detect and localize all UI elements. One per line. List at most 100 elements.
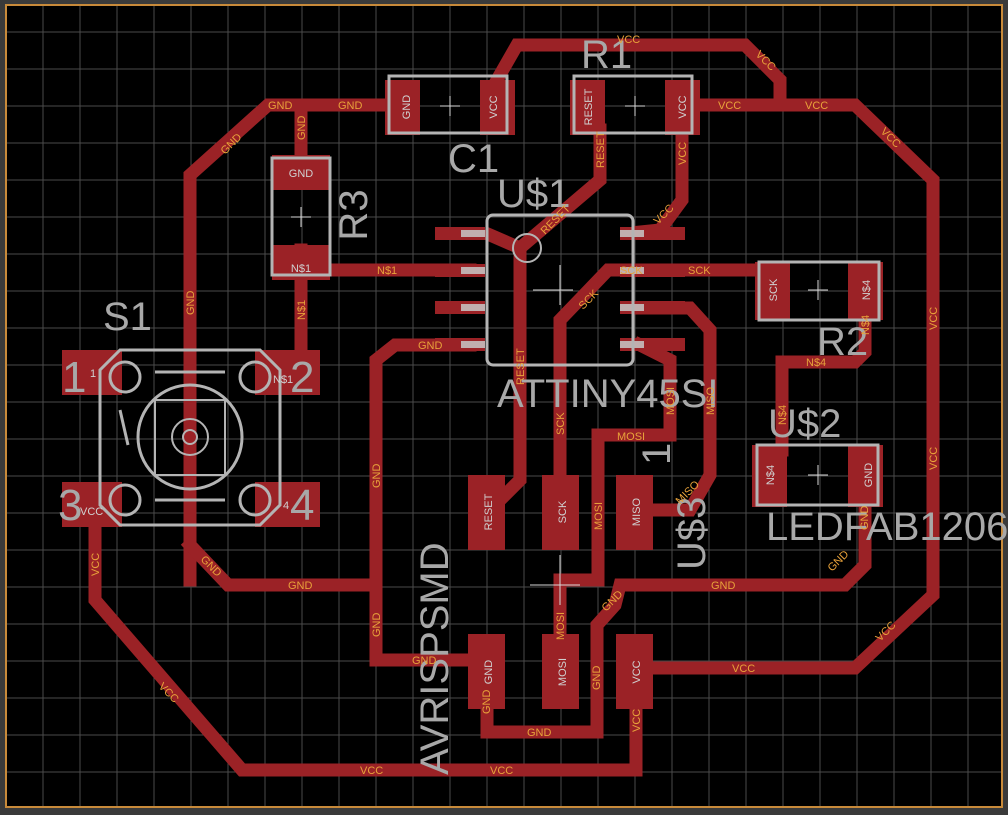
net-label: GND	[418, 340, 443, 352]
header-pad6-label: GND	[483, 660, 495, 685]
net-label: GND	[296, 116, 308, 141]
net-label: GND	[481, 690, 493, 715]
net-label: VCC	[805, 100, 828, 112]
net-label: VCC	[677, 142, 689, 165]
u3-designator: U$3	[670, 497, 714, 570]
component-u2[interactable]: N$4 GND U$2 LEDFAB1206	[752, 402, 1008, 549]
net-label: N$1	[377, 265, 397, 277]
net-label: VCC	[90, 553, 102, 576]
r2-pad1-label: N$4	[861, 280, 873, 300]
component-c1[interactable]: GND VCC C1	[385, 74, 515, 181]
net-label: VCC	[631, 709, 643, 732]
u1-value: ATTINY45SI	[497, 372, 719, 416]
net-label: MOSI	[593, 502, 605, 530]
net-label: GND	[371, 613, 383, 638]
trace-vcc-right[interactable]	[648, 98, 940, 675]
net-label: VCC	[490, 765, 513, 777]
net-label: GND	[185, 291, 197, 316]
net-label: VCC	[928, 447, 940, 470]
header-pad-5[interactable]	[468, 475, 505, 550]
r2-pad-1[interactable]	[848, 262, 883, 320]
net-label: VCC	[732, 663, 755, 675]
component-r3[interactable]: GND N$1 R3	[270, 155, 376, 280]
trace-n4[interactable]	[775, 288, 872, 457]
net-label: GND	[288, 580, 313, 592]
s1-pin3-label: 3	[58, 481, 82, 530]
traces	[88, 38, 940, 777]
r1-pad-2[interactable]	[665, 80, 700, 135]
trace-gnd-avr[interactable]	[369, 338, 477, 667]
net-label: VCC	[928, 307, 940, 330]
header-pad-6[interactable]	[468, 634, 505, 709]
net-label: VCC	[360, 765, 383, 777]
component-u1[interactable]: U$1 ATTINY45SI	[435, 172, 719, 416]
r2-designator: R2	[817, 320, 868, 364]
c1-pad2-label: GND	[401, 95, 413, 120]
r1-pad2-label: VCC	[677, 95, 689, 118]
trace-vcc-left-bottom[interactable]	[88, 498, 643, 777]
u1-designator: U$1	[497, 172, 570, 216]
net-label: GND	[527, 727, 552, 739]
net-label: GND	[591, 666, 603, 691]
net-label: VCC	[617, 34, 640, 46]
trace-gnd-left-bottom[interactable]	[180, 535, 383, 592]
trace-gnd-top[interactable]	[183, 98, 407, 587]
net-label: RESET	[595, 131, 607, 168]
header-pad5-label: RESET	[483, 493, 495, 530]
component-r1[interactable]: RESET VCC R1	[570, 33, 700, 135]
c1-pad-2[interactable]	[385, 80, 420, 135]
net-label: GND	[412, 655, 437, 667]
s1-pin4-label: 4	[290, 481, 314, 530]
header-pad-1[interactable]	[616, 475, 653, 550]
c1-pad-1[interactable]	[480, 80, 515, 135]
net-label: SCK	[620, 265, 643, 277]
trace-gnd-bottom-u[interactable]	[480, 493, 872, 739]
component-s1[interactable]: 1 2 3 4 1 N$1 VCC 4 S1	[58, 295, 320, 530]
u3-pin1-marker: 1	[635, 443, 679, 465]
net-label: RESET	[515, 348, 527, 385]
s1-pad3-net: VCC	[80, 506, 103, 518]
header-pad3-label: SCK	[557, 500, 569, 523]
u2-designator: U$2	[768, 402, 841, 446]
r1-designator: R1	[581, 33, 632, 77]
c1-pad1-label: VCC	[488, 95, 500, 118]
trace-vcc-top[interactable]	[488, 38, 787, 112]
u2-value: LEDFAB1206	[766, 505, 1008, 549]
header-pad-3[interactable]	[542, 475, 579, 550]
header-pad-4[interactable]	[542, 634, 579, 709]
u2-pad1-label: N$4	[765, 465, 777, 485]
u2-pad2-label: GND	[863, 463, 875, 488]
net-label: VCC	[718, 100, 741, 112]
net-label: N$1	[296, 300, 308, 320]
s1-pad1-num: 1	[90, 368, 96, 380]
s1-pad4-num: 4	[283, 500, 289, 512]
component-avrisp[interactable]: RESET SCK MISO GND MOSI VCC AVRISPSMD U$…	[413, 443, 714, 775]
r3-pad1-label: GND	[289, 168, 314, 180]
r3-pad2-label: N$1	[291, 263, 311, 275]
net-label: N$4	[860, 315, 872, 335]
header-pad1-label: MISO	[631, 498, 643, 527]
r2-pad-2[interactable]	[755, 262, 790, 320]
s1-pin2-label: 2	[290, 353, 314, 402]
header-pad-2[interactable]	[616, 634, 653, 709]
net-label: SCK	[555, 412, 567, 435]
component-r2[interactable]: SCK N$4 R2	[755, 260, 883, 364]
board-outline	[5, 4, 1003, 808]
r3-pad-1[interactable]	[272, 155, 330, 190]
r3-designator: R3	[332, 189, 376, 240]
r1-pad1-label: RESET	[583, 88, 595, 125]
net-label: N$4	[806, 357, 826, 369]
net-label: GND	[711, 580, 736, 592]
avrisp-value: AVRISPSMD	[413, 542, 457, 775]
net-label: MOSI	[617, 431, 645, 443]
net-label: N$4	[777, 405, 789, 425]
c1-designator: C1	[448, 137, 499, 181]
net-label: GND	[268, 100, 293, 112]
s1-pin1-label: 1	[62, 353, 86, 402]
header-pad4-label: MOSI	[557, 658, 569, 686]
trace-reset-r1[interactable]	[510, 123, 607, 258]
net-label: MISO	[705, 386, 717, 415]
s1-pad2-net: N$1	[273, 374, 293, 386]
r1-pad-1[interactable]	[570, 80, 605, 135]
